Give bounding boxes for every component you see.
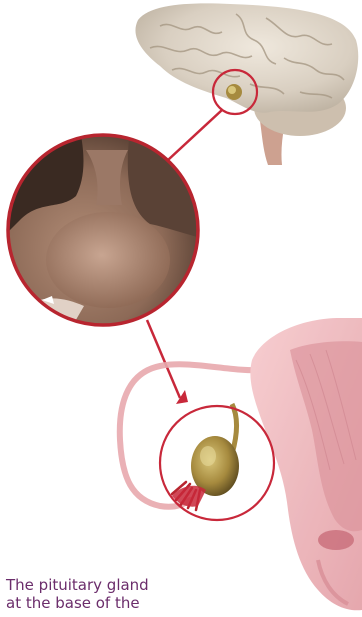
caption: The pituitary gland at the base of the bbox=[6, 576, 206, 612]
connector-line-brain bbox=[168, 110, 222, 160]
uterus-illustration bbox=[120, 318, 362, 610]
brain-illustration bbox=[135, 3, 358, 165]
pituitary-closeup bbox=[0, 130, 210, 330]
caption-line-2: at the base of the bbox=[6, 594, 206, 612]
caption-line-1: The pituitary gland bbox=[6, 576, 206, 594]
ovary-closeup bbox=[160, 404, 274, 520]
